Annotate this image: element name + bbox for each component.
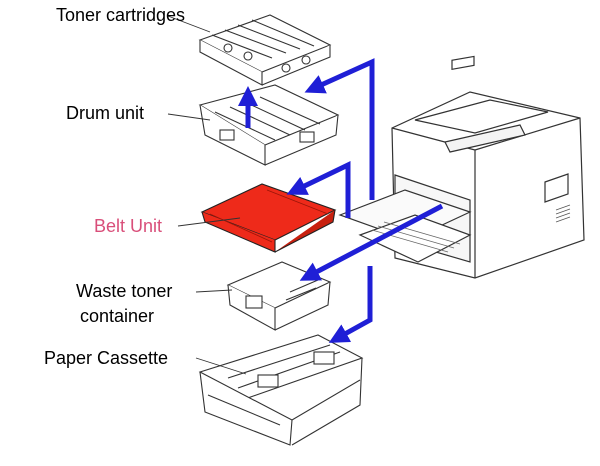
arrow-toner <box>304 58 375 200</box>
belt-unit-illustration <box>200 183 337 253</box>
label-paper-cassette: Paper Cassette <box>44 348 169 368</box>
printer-body <box>338 55 585 279</box>
removal-arrows <box>238 58 444 343</box>
label-toner-cartridges: Toner cartridges <box>56 5 186 25</box>
paper-cassette-illustration <box>198 334 364 446</box>
drum-unit-illustration <box>198 84 340 166</box>
toner-cartridges-illustration <box>198 14 332 86</box>
label-waste-toner-line2: container <box>80 306 155 326</box>
label-waste-toner-line1: Waste toner <box>76 281 173 301</box>
printer-vent <box>555 204 571 223</box>
label-drum-unit: Drum unit <box>66 103 145 123</box>
waste-toner-container-illustration <box>226 261 332 331</box>
arrow-belt <box>286 161 351 218</box>
arrow-waste <box>299 203 444 281</box>
arrow-paper <box>328 266 373 343</box>
label-belt-unit: Belt Unit <box>94 216 163 236</box>
leader-lines <box>167 15 247 375</box>
